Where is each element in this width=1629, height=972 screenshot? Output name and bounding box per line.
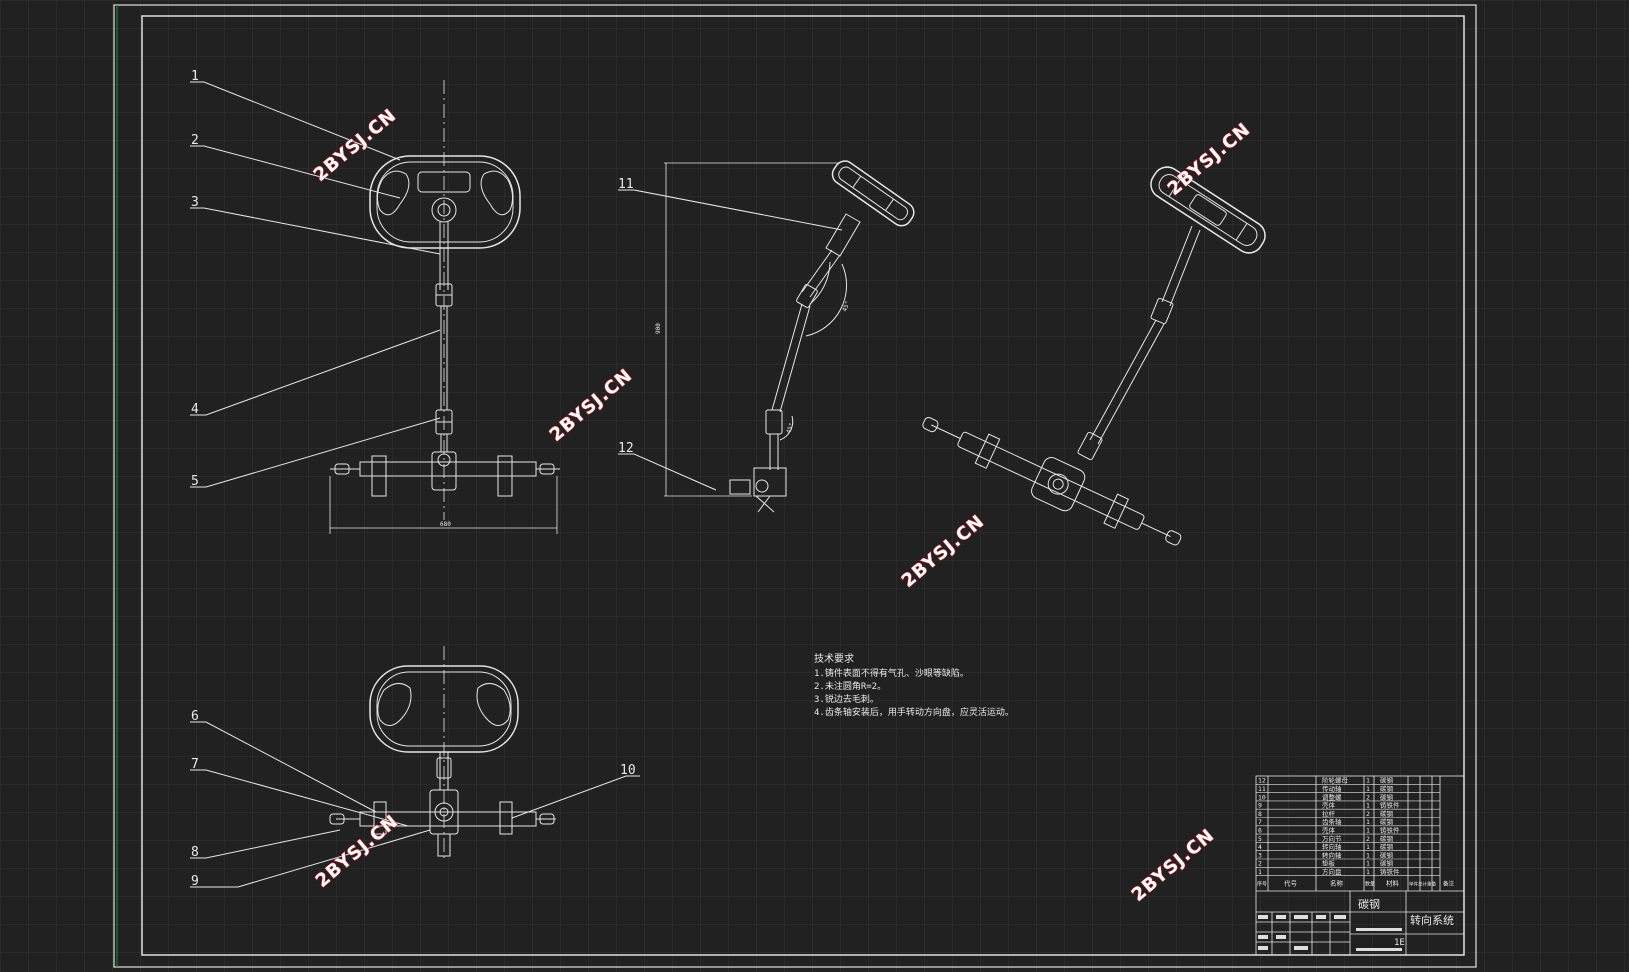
bom-cell-qty: 2 [1366, 810, 1370, 818]
bom-cell-qty: 1 [1366, 860, 1370, 868]
bom-cell-name: 壳体 [1322, 826, 1336, 835]
balloon-9: 9 [191, 874, 199, 889]
tech-item-2: 2.未注圆角R=2。 [814, 680, 886, 692]
bom-cell-no: 2 [1258, 860, 1262, 868]
title-material: 碳钢 [1358, 897, 1380, 911]
bom-cell-qty: 1 [1366, 843, 1370, 851]
bom-cell-mat: 铸铁件 [1380, 826, 1400, 835]
bom-cell-qty: 1 [1366, 785, 1370, 793]
isometric-view [922, 166, 1266, 546]
balloon-3: 3 [191, 195, 199, 210]
bom-cell-qty: 1 [1366, 851, 1370, 859]
tech-item-4: 4.齿条轴安装后，用手转动方向盘，应灵活运动。 [814, 706, 1014, 718]
bom-cell-qty: 2 [1366, 835, 1370, 843]
bom-cell-name: 调整螺 [1322, 792, 1342, 801]
bom-cell-mat: 碳钢 [1380, 817, 1394, 826]
dim-angle-1: 45° [841, 300, 851, 313]
balloon-12: 12 [618, 441, 634, 456]
balloon-2: 2 [191, 133, 199, 148]
bom-cell-no: 3 [1258, 851, 1262, 859]
bom-cell-no: 6 [1258, 827, 1262, 835]
dim-angle-2: 45° [785, 422, 795, 435]
outer-frame [113, 4, 1477, 968]
balloon-6: 6 [191, 709, 199, 724]
bom-header-code: 代号 [1284, 879, 1298, 888]
bom-cell-mat: 碳钢 [1380, 809, 1394, 818]
leaders-side-view [618, 189, 843, 491]
balloon-7: 7 [191, 757, 199, 772]
bom-cell-no: 12 [1258, 777, 1266, 785]
bom-cell-no: 4 [1258, 843, 1262, 851]
bom-cell-mat: 碳钢 [1380, 842, 1394, 851]
balloon-11: 11 [618, 177, 634, 192]
tech-title: 技术要求 [814, 652, 854, 665]
bom-cell-no: 9 [1258, 802, 1262, 810]
bom-cell-qty: 1 [1366, 827, 1370, 835]
balloon-8: 8 [191, 845, 199, 860]
title-scale: 1E [1394, 938, 1405, 948]
title-drawing-name: 转向系统 [1410, 913, 1454, 927]
bom-cell-no: 10 [1258, 793, 1266, 801]
bom-cell-name: 方向盘 [1322, 867, 1342, 876]
bom-header-no: 序号 [1257, 881, 1267, 888]
top-view [329, 646, 556, 860]
dim-height-side: 900 [655, 323, 662, 334]
bom-header-weight: 单件总计重量 [1409, 881, 1436, 888]
bom-cell-name: 万向节 [1322, 834, 1342, 843]
balloon-10: 10 [620, 763, 636, 778]
bom-cell-no: 8 [1258, 810, 1262, 818]
inner-frame [141, 15, 1465, 956]
title-block-fills [1258, 915, 1402, 951]
bom-cell-qty: 1 [1366, 777, 1370, 785]
bom-cell-name: 壳体 [1322, 801, 1336, 810]
bom-cell-mat: 铸铁件 [1380, 867, 1400, 876]
bom-cell-no: 7 [1258, 818, 1262, 826]
bom-cell-qty: 1 [1366, 818, 1370, 826]
bom-cell-name: 传动轴 [1322, 784, 1342, 793]
bom-cell-mat: 碳钢 [1380, 784, 1394, 793]
bom-cell-no: 1 [1258, 868, 1262, 876]
bom-cell-qty: 1 [1366, 868, 1370, 876]
bom-header-qty: 数量 [1365, 881, 1375, 888]
bom-cell-name: 齿条轴 [1322, 817, 1342, 826]
bom-cell-mat: 碳钢 [1380, 850, 1394, 859]
bom-cell-mat: 碳钢 [1380, 776, 1394, 785]
front-view [329, 80, 560, 534]
leaders-front-view [190, 81, 441, 488]
bom-cell-name: 阶轮螺母 [1322, 776, 1349, 785]
balloon-4: 4 [191, 402, 199, 417]
bom-cell-qty: 1 [1366, 802, 1370, 810]
bom-cell-name: 垫板 [1322, 859, 1336, 868]
bom-cell-name: 转向轴 [1322, 842, 1342, 851]
bom-header-mat: 材料 [1386, 879, 1400, 888]
tech-item-1: 1.铸件表面不得有气孔、沙眼等缺陷。 [814, 667, 969, 679]
bom-header-name: 名称 [1330, 879, 1344, 888]
balloon-1: 1 [191, 69, 199, 84]
bom-cell-name: 拉杆 [1322, 809, 1336, 818]
bom-cell-no: 5 [1258, 835, 1262, 843]
side-view [664, 160, 915, 513]
bom-header-remark: 备注 [1443, 880, 1455, 888]
dim-width-bottom: 680 [440, 521, 451, 528]
bom-cell-mat: 碳钢 [1380, 792, 1394, 801]
bom-cell-mat: 铸铁件 [1380, 801, 1400, 810]
bom-cell-name: 转向轴 [1322, 850, 1342, 859]
tech-item-3: 3.锐边去毛刺。 [814, 693, 879, 705]
bom-cell-no: 11 [1258, 785, 1266, 793]
bom-cell-mat: 碳钢 [1380, 859, 1394, 868]
balloon-5: 5 [191, 474, 199, 489]
bom-cell-mat: 碳钢 [1380, 834, 1394, 843]
bom-table [1255, 775, 1465, 956]
bom-cell-qty: 2 [1366, 793, 1370, 801]
leaders-top-view [190, 721, 640, 888]
